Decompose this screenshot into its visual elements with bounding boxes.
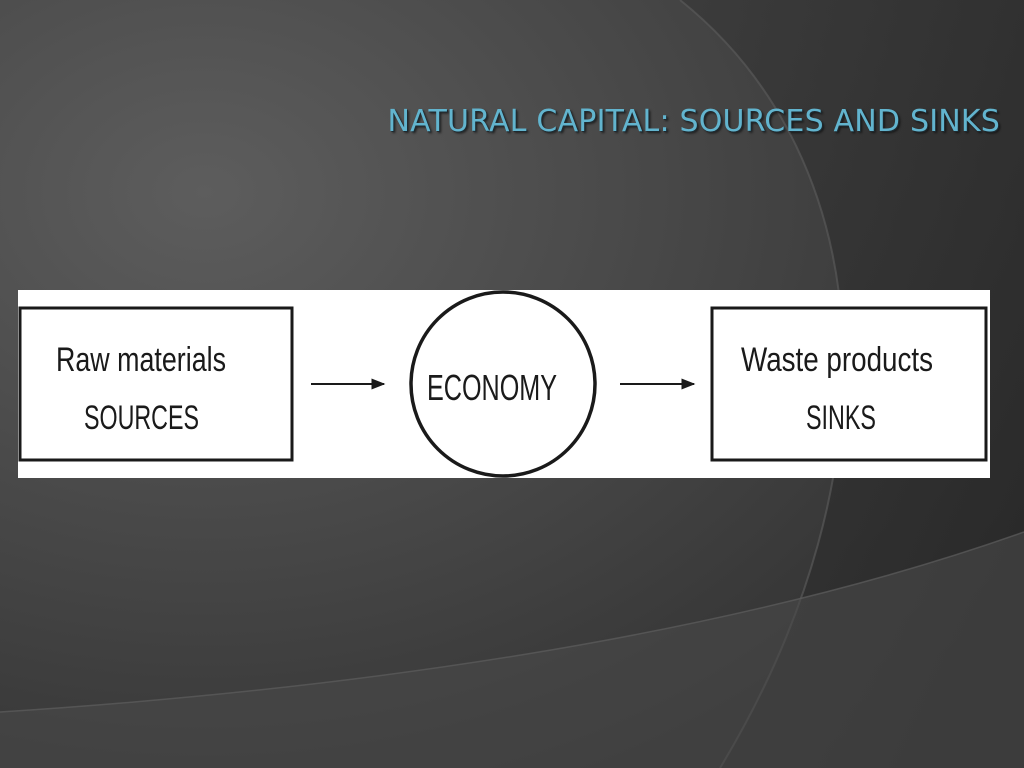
flow-diagram: Raw materials SOURCES ECONOMY Waste prod… xyxy=(18,290,988,478)
sinks-box xyxy=(710,306,988,462)
sources-box xyxy=(18,306,294,462)
sources-label-line-2: SOURCES xyxy=(84,399,199,437)
background-bottom-wave xyxy=(0,532,1024,768)
economy-label: ECONOMY xyxy=(427,367,557,408)
sinks-label-line-2: SINKS xyxy=(806,399,876,437)
economy-circle xyxy=(409,290,597,478)
background-bottom-wave-edge xyxy=(0,531,1024,713)
sources-label-line-1: Raw materials xyxy=(56,341,226,379)
sinks-label-line-1: Waste products xyxy=(741,341,933,379)
slide-title: NATURAL CAPITAL: SOURCES AND SINKS xyxy=(387,104,1000,139)
diagram-panel: Raw materials SOURCES ECONOMY Waste prod… xyxy=(18,290,990,478)
